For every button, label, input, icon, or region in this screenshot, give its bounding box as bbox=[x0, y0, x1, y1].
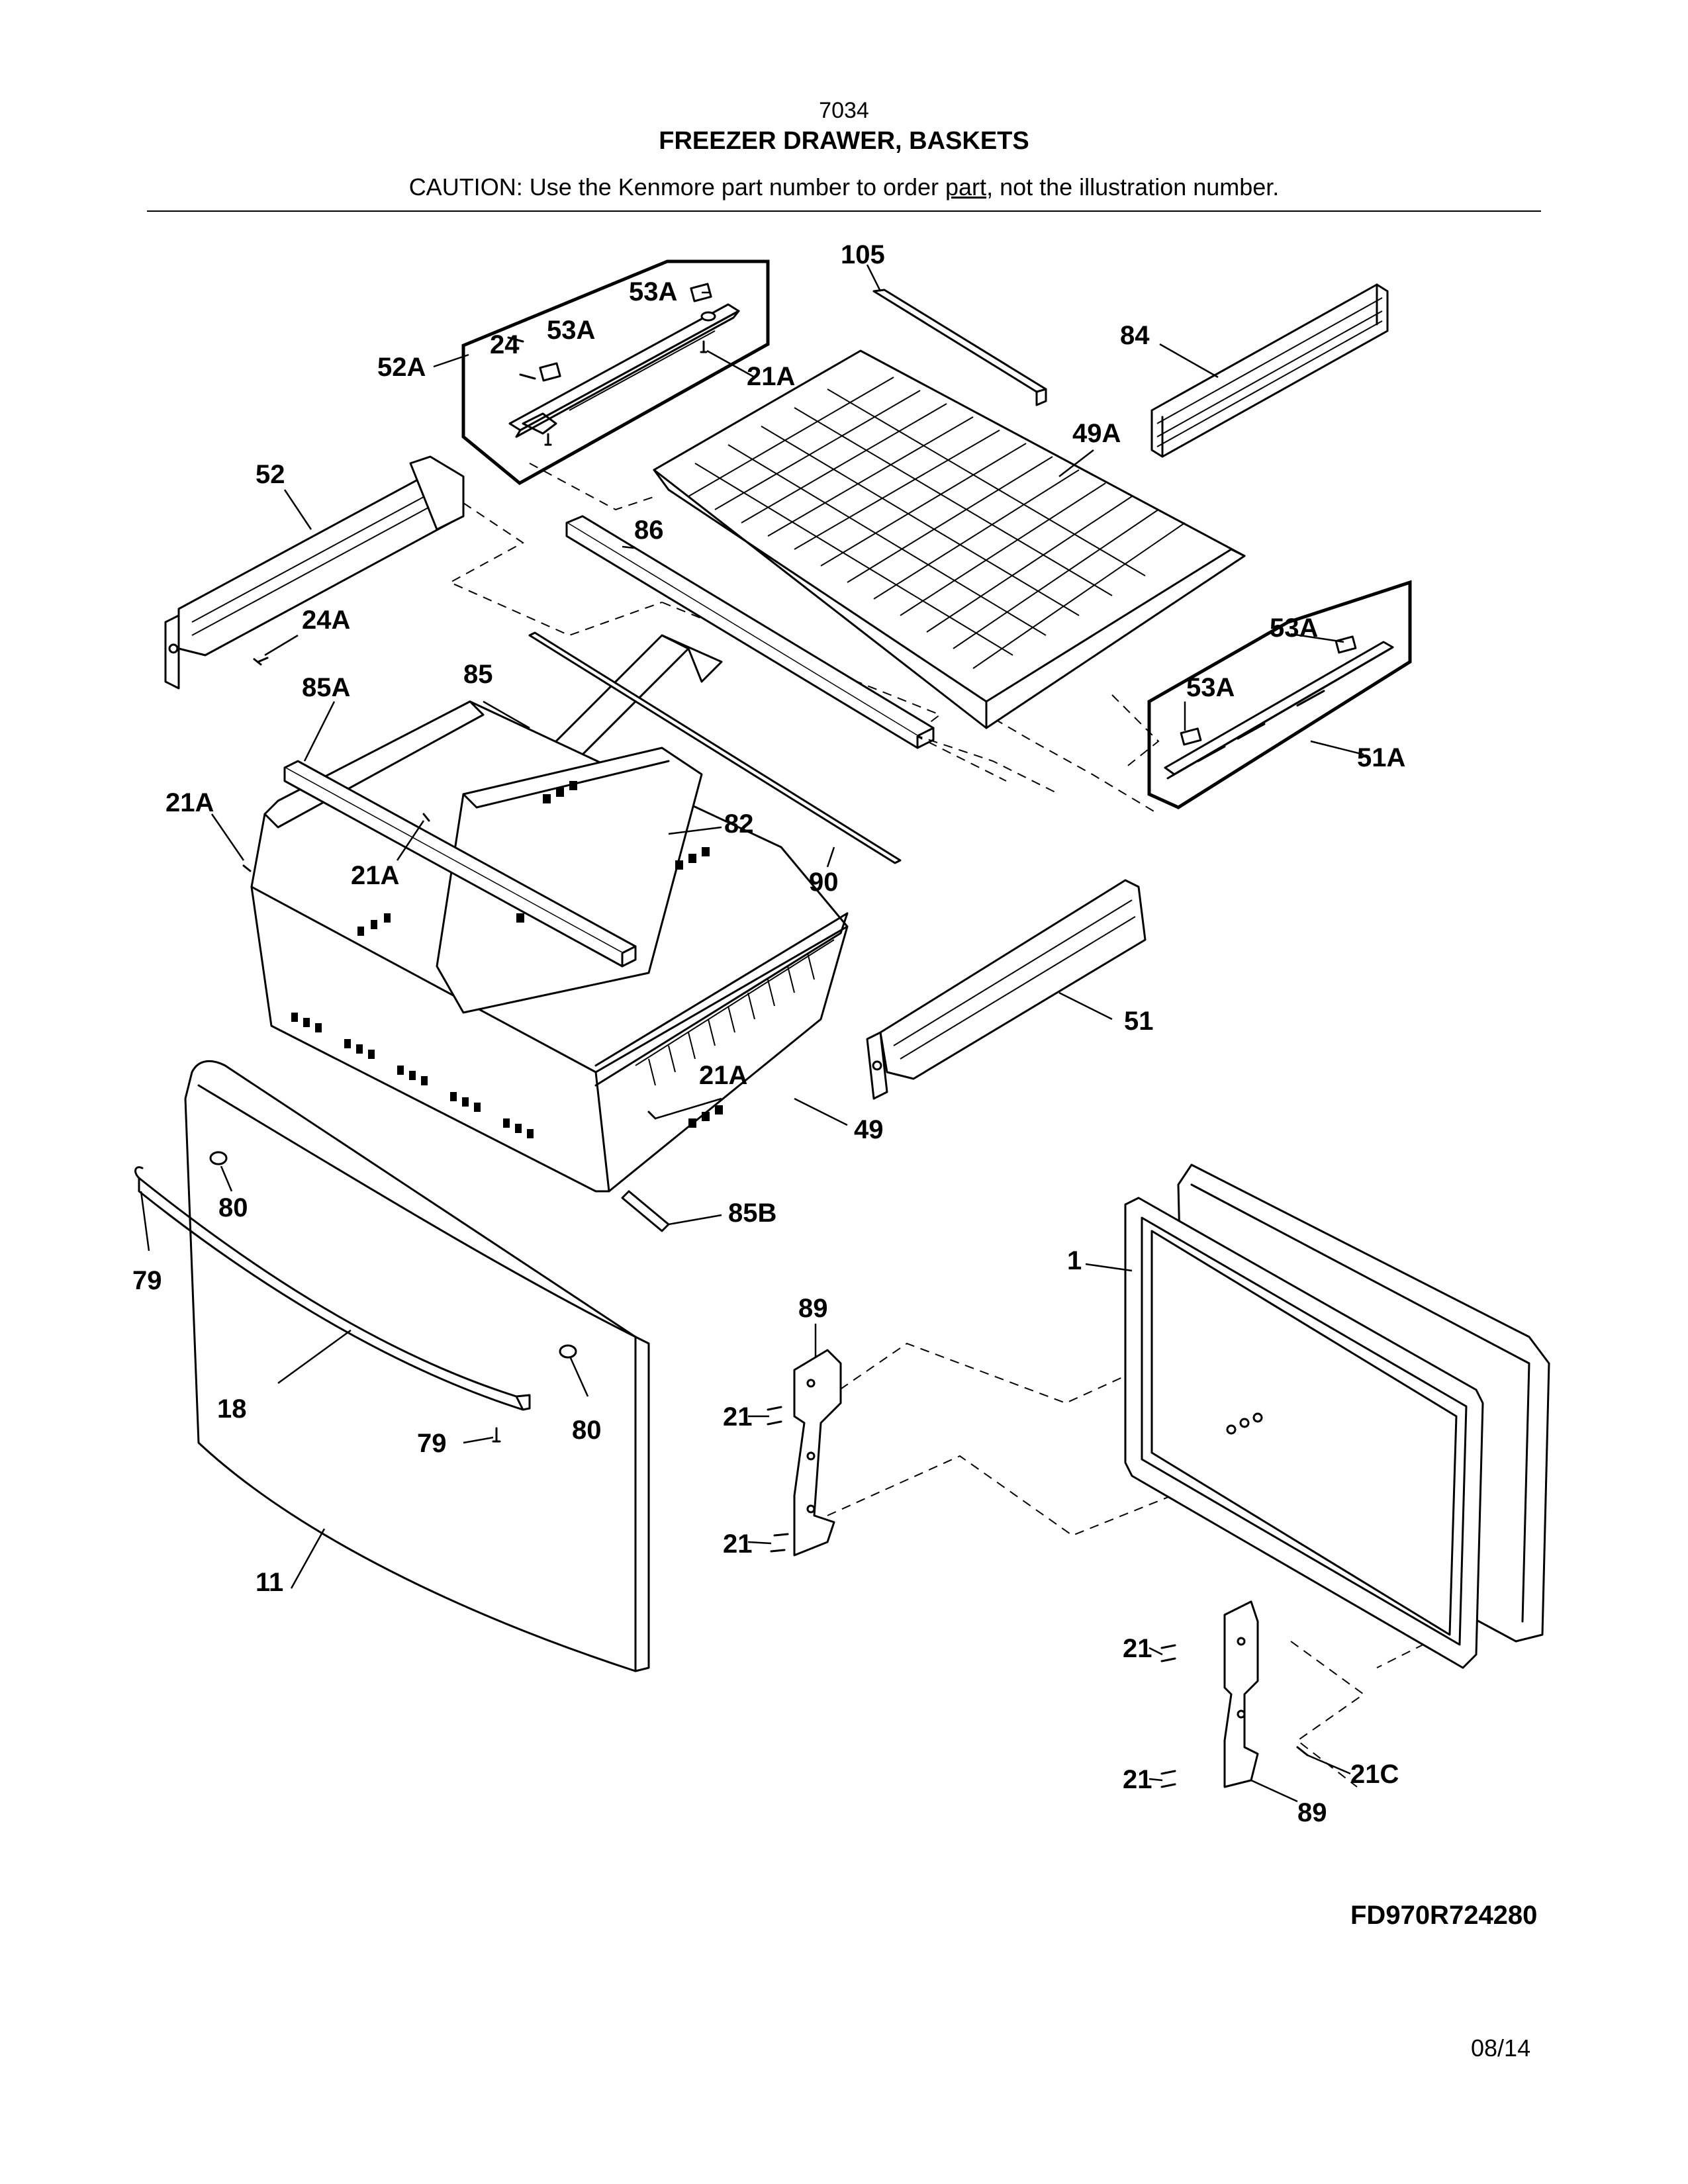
callout-84: 84 bbox=[1120, 321, 1150, 350]
callout-80: 80 bbox=[218, 1193, 248, 1222]
callout-51A: 51A bbox=[1357, 743, 1405, 772]
callout-1: 1 bbox=[1067, 1246, 1082, 1275]
caution-text-prefix: CAUTION: Use the Kenmore part number to … bbox=[408, 173, 946, 201]
small-screws bbox=[242, 336, 657, 1120]
callout-51: 51 bbox=[1124, 1007, 1154, 1036]
bin-vent-holes bbox=[291, 781, 723, 1138]
part-1-gasket bbox=[1124, 1197, 1484, 1669]
callout-89: 89 bbox=[798, 1294, 828, 1323]
callout-79: 79 bbox=[417, 1429, 447, 1458]
callout-21A: 21A bbox=[747, 362, 795, 391]
caution-text-suffix: , not the illustration number. bbox=[986, 173, 1280, 201]
part-49A-wire-basket bbox=[653, 349, 1246, 729]
part-85B-strip bbox=[621, 1190, 670, 1232]
callout-24: 24 bbox=[490, 330, 520, 359]
model-number: 7034 bbox=[819, 98, 869, 123]
callout-labels: 105 53A 53A 24 52A 21A 84 49A 52 86 24A … bbox=[132, 240, 1405, 1827]
kit-box-51A bbox=[1147, 580, 1412, 809]
callout-53A: 53A bbox=[1186, 673, 1235, 702]
callout-89: 89 bbox=[1297, 1798, 1327, 1827]
part-90-rod bbox=[528, 631, 902, 864]
callout-18: 18 bbox=[217, 1394, 247, 1424]
part-84-grille bbox=[1150, 283, 1389, 458]
part-52-rail bbox=[164, 455, 465, 690]
callout-85B: 85B bbox=[728, 1199, 776, 1228]
revision-date: 08/14 bbox=[1471, 2034, 1531, 2062]
document-id: FD970R724280 bbox=[1350, 1901, 1538, 1930]
callout-105: 105 bbox=[841, 240, 885, 269]
part-80-pegs bbox=[209, 1151, 577, 1359]
callout-85A: 85A bbox=[302, 673, 350, 702]
callout-21A: 21A bbox=[699, 1061, 747, 1090]
caution-link-part: part bbox=[945, 173, 987, 201]
callout-52A: 52A bbox=[377, 353, 426, 382]
callout-21: 21 bbox=[1123, 1634, 1152, 1663]
callout-21C: 21C bbox=[1350, 1760, 1399, 1789]
callout-85: 85 bbox=[463, 660, 493, 689]
callout-52: 52 bbox=[256, 460, 285, 489]
callout-21: 21 bbox=[723, 1529, 753, 1559]
callout-80: 80 bbox=[572, 1416, 602, 1445]
callout-82: 82 bbox=[724, 809, 754, 839]
part-85A-bar bbox=[283, 760, 637, 968]
callout-79: 79 bbox=[132, 1266, 162, 1295]
part-18-handle bbox=[134, 1166, 531, 1411]
part-51-rail bbox=[866, 879, 1147, 1100]
callout-90: 90 bbox=[809, 868, 839, 897]
part-86-trim bbox=[565, 515, 935, 749]
part-11-drawer-front bbox=[184, 1060, 650, 1672]
kit-box-52A bbox=[461, 259, 770, 486]
callout-11: 11 bbox=[256, 1568, 283, 1597]
callout-21: 21 bbox=[1123, 1765, 1152, 1794]
caution-note: CAUTION: Use the Kenmore part number to … bbox=[0, 173, 1688, 201]
callout-21A: 21A bbox=[351, 861, 399, 890]
part-79-screws bbox=[492, 1427, 501, 1443]
header-divider bbox=[147, 210, 1541, 212]
callout-24A: 24A bbox=[302, 606, 350, 635]
page-title: FREEZER DRAWER, BASKETS bbox=[659, 127, 1029, 155]
part-89-bracket-left bbox=[767, 1349, 842, 1557]
leader-lines bbox=[140, 264, 1364, 1803]
callout-53A: 53A bbox=[1270, 614, 1318, 643]
callout-53A: 53A bbox=[629, 277, 677, 306]
part-89-bracket-right bbox=[1160, 1600, 1309, 1788]
callout-21A: 21A bbox=[165, 788, 214, 817]
callout-49: 49 bbox=[854, 1115, 884, 1144]
callout-49A: 49A bbox=[1072, 419, 1121, 448]
callout-86: 86 bbox=[634, 516, 664, 545]
callout-21: 21 bbox=[723, 1402, 753, 1432]
callout-53A: 53A bbox=[547, 316, 595, 345]
